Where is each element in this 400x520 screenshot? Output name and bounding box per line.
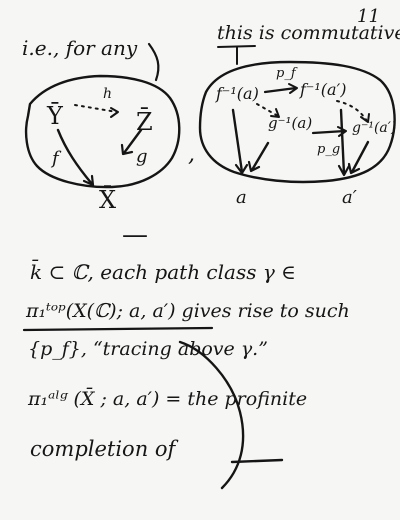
arrow-fa2-ga2-head: [360, 113, 370, 123]
label-h: h: [103, 86, 113, 102]
arrow-pg: [311, 129, 347, 135]
arrow-ga2-down-head: [347, 162, 361, 175]
arrow-ga-down-head: [247, 160, 261, 173]
body-line-3: {p_f}, “tracing above γ.”: [28, 338, 268, 360]
arrow-g: [122, 128, 143, 155]
arrow-a2-down: [339, 108, 346, 176]
body-line-4: π₁ᵃˡᵍ (X̄ ; a, a′) = the profinite: [28, 388, 308, 410]
label-a: a: [236, 187, 247, 208]
page-number: 11: [357, 6, 380, 27]
bracket-curve: [178, 340, 245, 490]
right-heading: this is commutative: [217, 22, 400, 44]
arrow-pf: [263, 86, 298, 94]
node-z: Z̄: [136, 108, 153, 136]
label-fa: f⁻¹(a): [216, 84, 259, 103]
label-pg: p_g: [317, 142, 341, 157]
right-diagram-boundary: [198, 60, 396, 184]
body-line-1: k̄ ⊂ ℂ, each path class γ ∈: [30, 260, 296, 284]
arrow-h-head: [110, 107, 119, 118]
arrow-a2-down-head: [337, 164, 351, 177]
left-heading: i.e., for any: [22, 36, 138, 60]
arrow-ga2-down: [350, 140, 370, 174]
arrow-fa-down: [231, 108, 244, 174]
label-fa2: f⁻¹(a′): [300, 80, 347, 99]
separator: —: [122, 220, 148, 250]
completion-underline: [230, 458, 284, 464]
heading-leader: [147, 42, 160, 82]
label-f: f: [52, 148, 59, 169]
label-g: g: [136, 146, 148, 167]
arrow-g-head: [120, 143, 134, 156]
arrow-ga-down: [250, 141, 270, 172]
arrow-pf-head: [288, 83, 298, 94]
label-a-prime: a′: [342, 187, 357, 208]
comma: ,: [188, 142, 195, 167]
arrow-f-head: [82, 174, 95, 187]
label-pf: p_f: [276, 66, 296, 81]
body-line-2: π₁ᵗᵒᵖ(X(ℂ); a, a′) gives rise to such: [26, 300, 350, 322]
left-diagram-boundary: [24, 74, 181, 189]
arrow-fa-down-head: [234, 163, 249, 175]
label-ga2: g⁻¹(a′): [352, 120, 397, 136]
rule-line: [22, 326, 214, 332]
body-line-5: completion of: [30, 437, 176, 461]
arrow-f: [56, 128, 94, 186]
label-ga: g⁻¹(a): [268, 114, 313, 132]
arrow-fa-ga-head: [270, 108, 280, 118]
arrow-fa-ga: [256, 103, 279, 117]
node-y: Ȳ: [47, 102, 63, 130]
arrow-h: [74, 104, 118, 113]
node-x: X̄: [99, 186, 117, 214]
